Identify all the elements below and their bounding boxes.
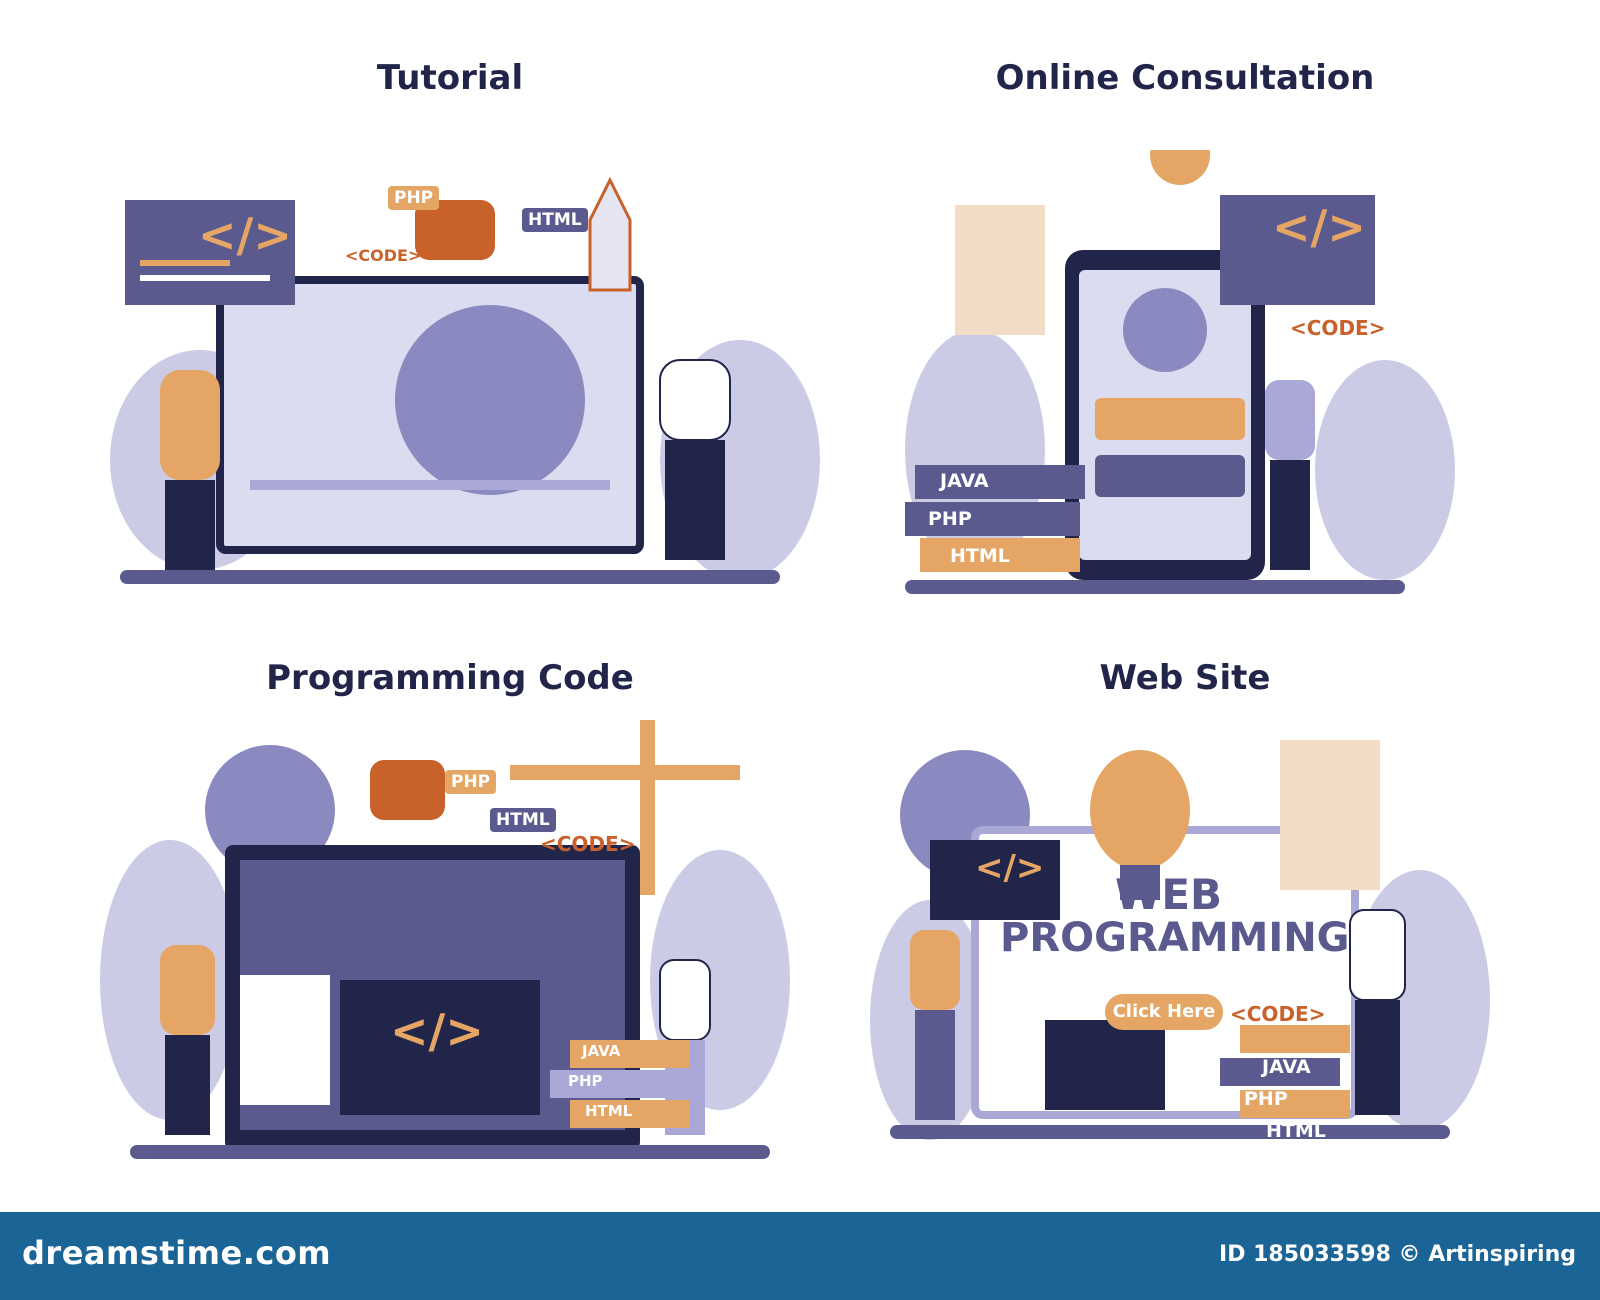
programming-html-tag: HTML: [490, 808, 556, 832]
tutorial-php-tag: PHP: [388, 186, 440, 210]
website-php-book: PHP: [1244, 1088, 1288, 1110]
web-heading: WEB: [1115, 870, 1223, 919]
click-here-button[interactable]: Click Here: [1105, 994, 1223, 1030]
website-html-book: HTML: [1266, 1120, 1326, 1142]
website-code-glyph: </>: [975, 848, 1045, 888]
tutorial-html-tag: HTML: [522, 208, 588, 232]
programming-php-book: PHP: [568, 1072, 603, 1090]
footer-brand[interactable]: dreamstime.com: [22, 1234, 332, 1272]
tutorial-illustration: [110, 176, 820, 584]
programming-code-glyph: </>: [390, 1004, 484, 1058]
footer-image-id: ID 185033598 © Artinspiring: [1219, 1242, 1576, 1267]
programming-code-illustration: [100, 720, 790, 1159]
tutorial-code-glyph: </>: [198, 208, 292, 262]
website-code-tag: <CODE>: [1230, 1002, 1326, 1026]
tutorial-code-tag: <CODE>: [345, 246, 422, 265]
consultation-code-glyph: </>: [1272, 200, 1366, 254]
footer-bar: dreamstime.com ID 185033598 © Artinspiri…: [0, 1212, 1600, 1300]
consultation-code-tag: <CODE>: [1290, 316, 1386, 340]
consultation-php-book: PHP: [928, 508, 972, 530]
programming-heading: PROGRAMMING: [1000, 915, 1350, 961]
panel-title-online-consultation: Online Consultation: [995, 58, 1375, 98]
programming-code-tag: <CODE>: [540, 832, 636, 856]
consultation-html-book: HTML: [950, 545, 1010, 567]
panel-title-web-site: Web Site: [1099, 658, 1271, 698]
online-consultation-illustration: [905, 150, 1455, 594]
consultation-java-book: JAVA: [940, 470, 989, 492]
web-site-illustration: [870, 740, 1490, 1140]
panel-title-programming-code: Programming Code: [266, 658, 634, 698]
website-java-book: JAVA: [1262, 1056, 1311, 1078]
programming-html-book: HTML: [585, 1102, 633, 1120]
programming-java-book: JAVA: [582, 1042, 621, 1060]
programming-php-tag: PHP: [445, 770, 497, 794]
panel-title-tutorial: Tutorial: [376, 58, 524, 98]
